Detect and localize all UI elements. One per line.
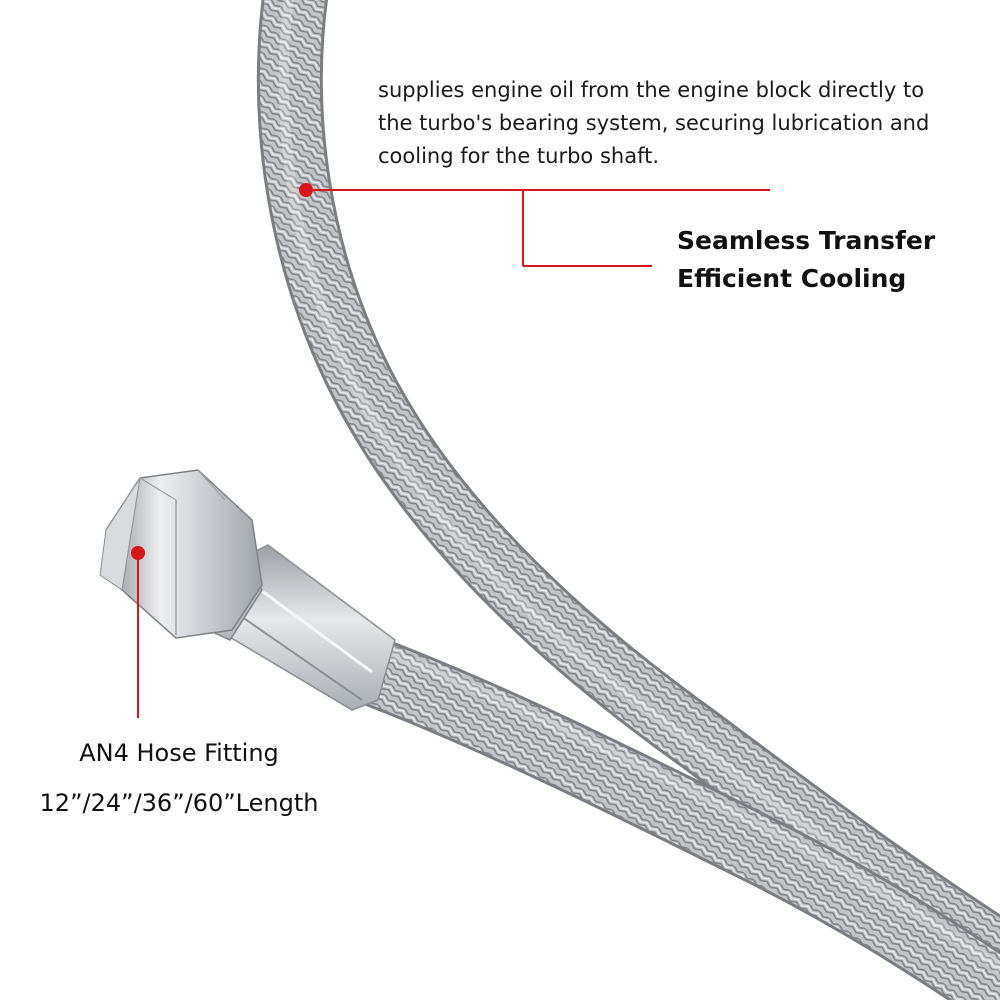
- lower-hose: [362, 639, 1000, 1000]
- callout-lower: [131, 546, 145, 718]
- description-line: supplies engine oil from the engine bloc…: [378, 78, 925, 102]
- fitting-name: AN4 Hose Fitting: [79, 739, 279, 767]
- description-line: cooling for the turbo shaft.: [378, 144, 659, 168]
- callout-upper: [299, 183, 770, 267]
- fitting-lengths: 12”/24”/36”/60”Length: [39, 789, 319, 817]
- an4-fitting: [99, 469, 396, 711]
- description-text: supplies engine oil from the engine bloc…: [378, 74, 988, 173]
- feature-line-2: Efficient Cooling: [677, 264, 907, 293]
- feature-label: Seamless Transfer Efficient Cooling: [677, 222, 935, 298]
- feature-line-1: Seamless Transfer: [677, 226, 936, 255]
- fitting-label: AN4 Hose Fitting 12”/24”/36”/60”Length: [14, 728, 344, 828]
- description-line: the turbo's bearing system, securing lub…: [378, 111, 930, 135]
